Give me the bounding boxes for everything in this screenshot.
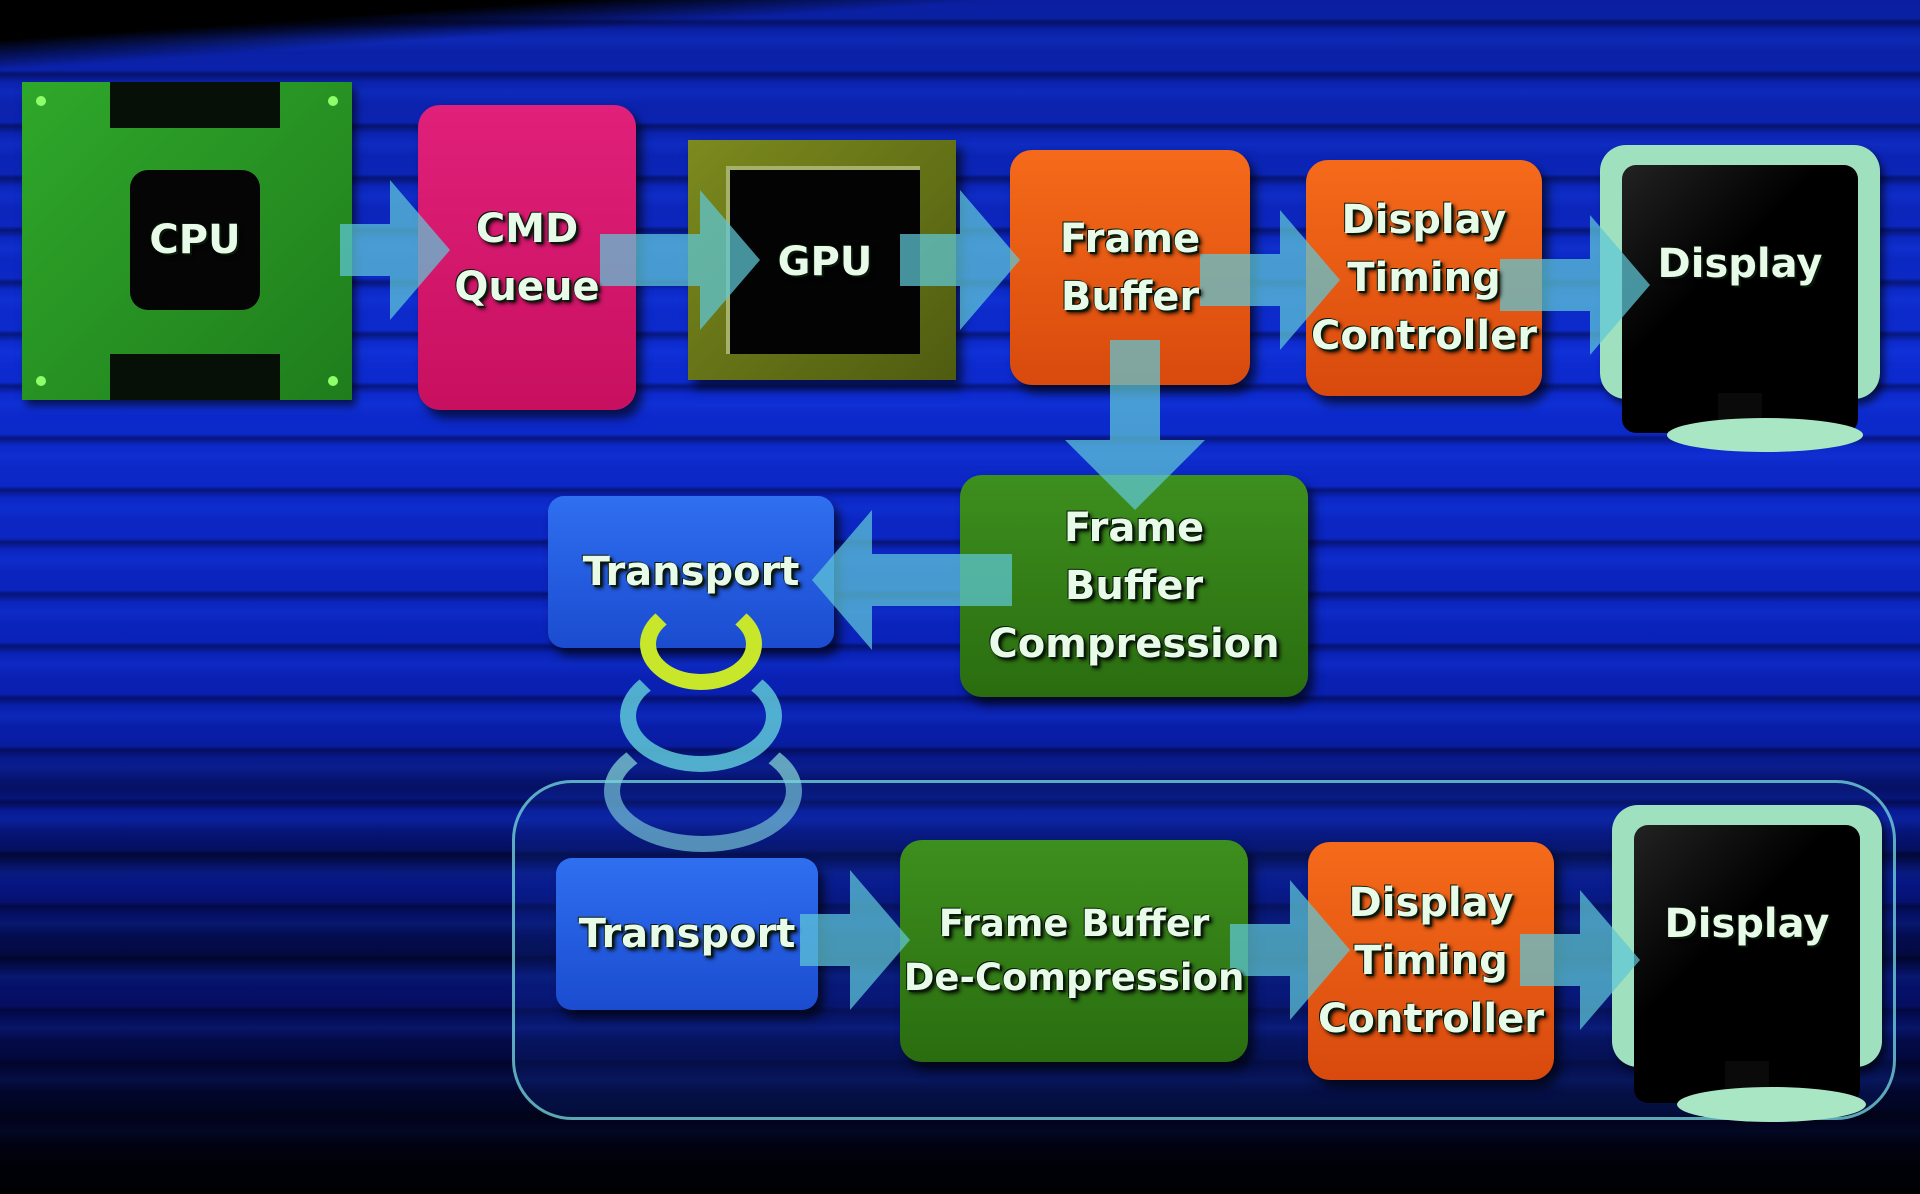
cpu-label: CPU	[149, 217, 241, 263]
decompression-node: Frame Buffer De-Compression	[900, 840, 1248, 1062]
remote-display-label: Display	[1664, 901, 1830, 947]
remote-timing-controller-label: Display Timing Controller	[1318, 880, 1544, 1042]
cpu-chip-icon: CPU	[130, 170, 260, 310]
gpu-label: GPU	[777, 239, 873, 285]
remote-transport-node: Transport	[556, 858, 818, 1010]
arrow-transport-to-decompression-icon	[800, 870, 910, 1010]
arrow-decompression-to-timing-icon	[1230, 880, 1350, 1020]
transport-label: Transport	[582, 549, 800, 595]
compression-node: Frame Buffer Compression	[960, 475, 1308, 697]
arrow-compression-to-transport-icon	[812, 510, 1012, 650]
decompression-label: Frame Buffer De-Compression	[903, 902, 1245, 999]
remote-transport-label: Transport	[578, 911, 796, 957]
arrow-cpu-to-cmdqueue-icon	[340, 180, 450, 320]
compression-label: Frame Buffer Compression	[988, 505, 1280, 667]
timing-controller-node: Display Timing Controller	[1306, 160, 1542, 396]
cmd-queue-node: CMD Queue	[418, 105, 636, 410]
remote-display-monitor-icon: Display	[1612, 805, 1882, 1125]
arrow-gpu-to-framebuffer-icon	[900, 190, 1020, 330]
arrow-cmdqueue-to-gpu-icon	[600, 190, 760, 330]
timing-controller-label: Display Timing Controller	[1311, 197, 1537, 359]
display-monitor-icon: Display	[1600, 145, 1880, 455]
display-label: Display	[1657, 241, 1823, 287]
arrow-framebuffer-to-timing-icon	[1200, 210, 1340, 350]
cpu-node: CPU	[22, 82, 352, 400]
arrow-timing-to-display-icon	[1500, 215, 1650, 355]
remote-timing-controller-node: Display Timing Controller	[1308, 842, 1554, 1080]
arrow-timing-to-remote-display-icon	[1520, 890, 1640, 1030]
frame-buffer-label: Frame Buffer	[1059, 215, 1201, 320]
arrow-framebuffer-to-compression-icon	[1065, 340, 1205, 510]
cmd-queue-label: CMD Queue	[454, 205, 600, 310]
